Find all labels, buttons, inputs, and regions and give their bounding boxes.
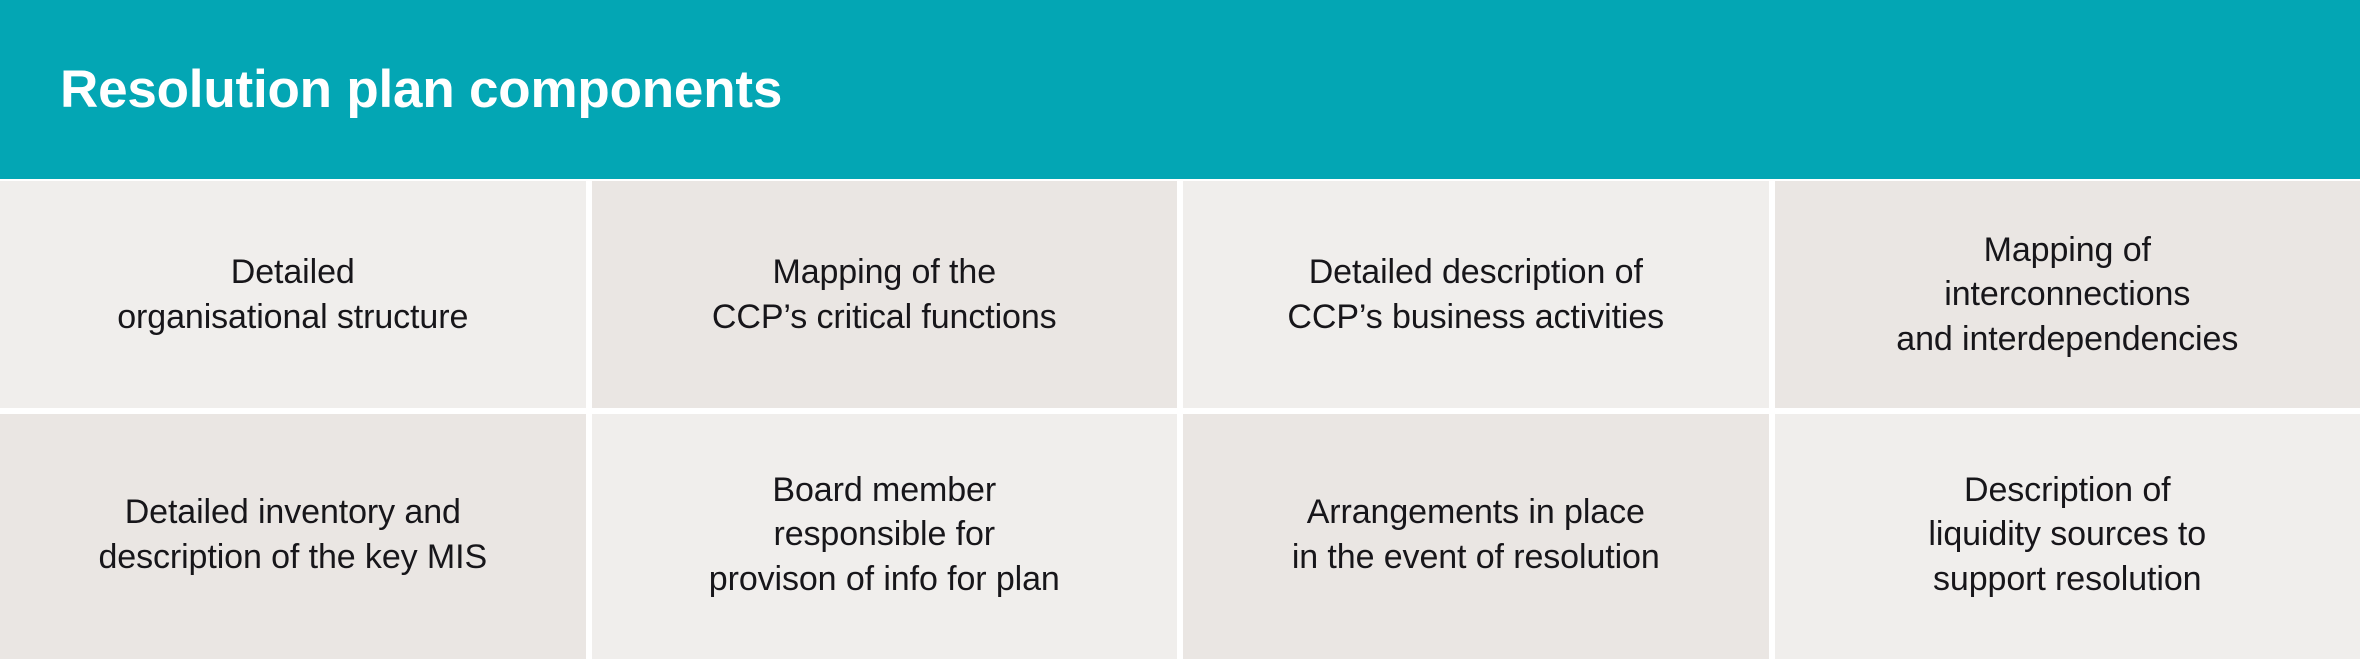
component-cell-7-label: Arrangements in place in the event of re… (1291, 493, 1660, 576)
component-cell-5-label: Detailed inventory and description of th… (98, 493, 488, 576)
page-title: Resolution plan components (60, 59, 783, 119)
component-cell-3-label: Detailed description of CCP’s business a… (1287, 253, 1665, 336)
component-cell-5: Detailed inventory and description of th… (0, 414, 586, 659)
header-band: Resolution plan components (0, 0, 2360, 179)
component-cell-2-label: Mapping of the CCP’s critical functions (711, 253, 1057, 336)
component-cell-4-label: Mapping of interconnections and interdep… (1896, 231, 2239, 358)
component-cell-1: Detailed organisational structure (0, 181, 586, 408)
component-cell-6-label: Board member responsible for provison of… (708, 471, 1060, 598)
component-cell-1-label: Detailed organisational structure (117, 253, 469, 336)
component-cell-8: Description of liquidity sources to supp… (1774, 414, 2360, 659)
component-cell-2: Mapping of the CCP’s critical functions (591, 181, 1177, 408)
component-cell-6: Board member responsible for provison of… (591, 414, 1177, 659)
component-cell-4: Mapping of interconnections and interdep… (1774, 181, 2360, 408)
components-grid: Detailed organisational structure Mappin… (0, 181, 2360, 659)
component-cell-3: Detailed description of CCP’s business a… (1183, 181, 1769, 408)
component-cell-7: Arrangements in place in the event of re… (1183, 414, 1769, 659)
component-cell-8-label: Description of liquidity sources to supp… (1928, 471, 2207, 598)
